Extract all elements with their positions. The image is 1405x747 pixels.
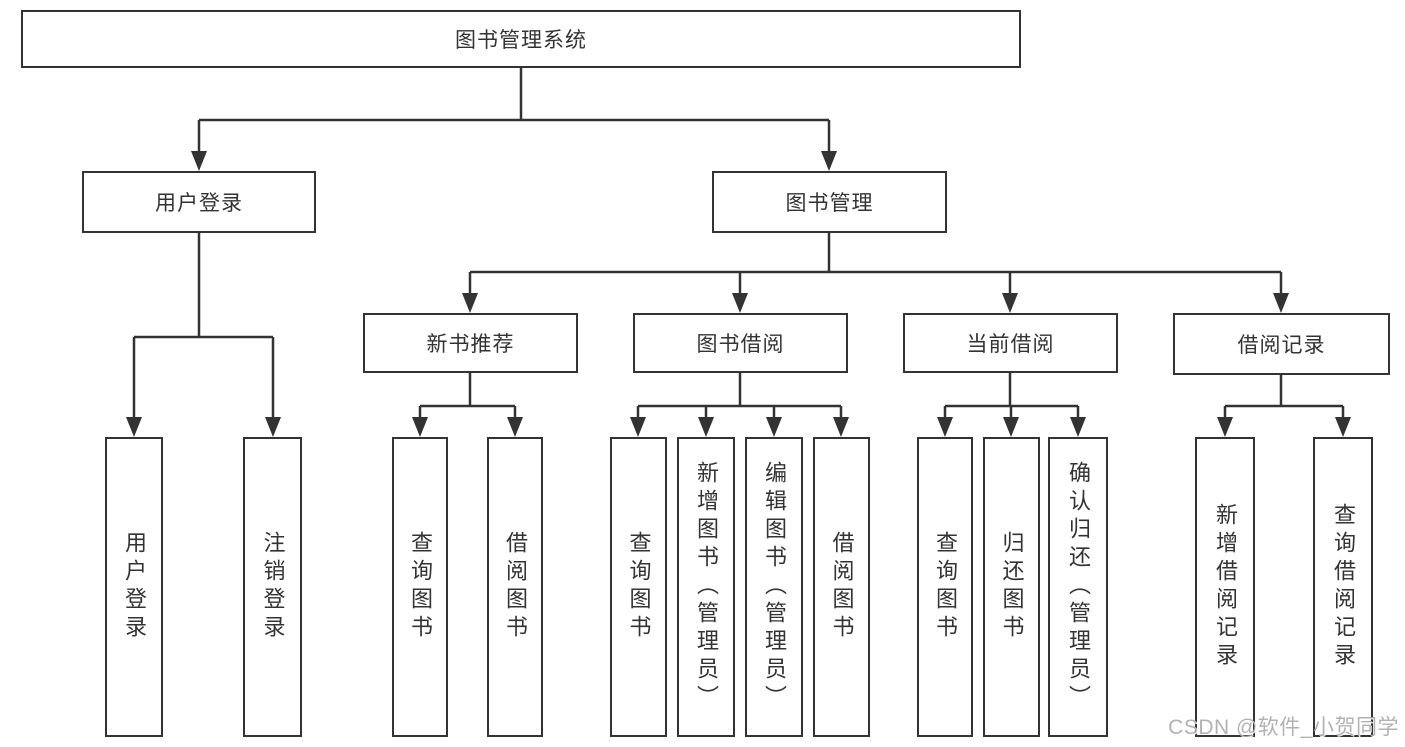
node-leaf-user-login: 用户登录 bbox=[105, 437, 163, 737]
node-leaf-query-books-3: 查询图书 bbox=[917, 437, 973, 737]
node-leaf-add-book-admin: 新增图书（管理员） bbox=[677, 437, 735, 737]
node-label: 查询图书 bbox=[626, 531, 652, 643]
node-leaf-return-books: 归还图书 bbox=[983, 437, 1040, 737]
node-book-management: 图书管理 bbox=[712, 171, 947, 233]
node-label: 新书推荐 bbox=[426, 333, 515, 356]
connector-newbookrec-to-leaves bbox=[418, 373, 517, 421]
node-label: 借阅图书 bbox=[503, 531, 528, 643]
arrowheads bbox=[126, 151, 1351, 437]
node-current-borrowing: 当前借阅 bbox=[903, 313, 1118, 373]
node-leaf-edit-book-admin: 编辑图书（管理员） bbox=[745, 437, 803, 737]
node-book-borrowing: 图书借阅 bbox=[633, 313, 848, 373]
node-borrowing-records: 借阅记录 bbox=[1173, 313, 1390, 375]
node-label: 新增借阅记录 bbox=[1213, 503, 1238, 671]
connector-userlogin-to-leaves bbox=[132, 233, 275, 421]
connector-root-to-level2 bbox=[197, 68, 831, 153]
node-label: 图书借阅 bbox=[696, 333, 785, 356]
node-leaf-borrow-books-2: 借阅图书 bbox=[813, 437, 870, 737]
csdn-watermark: CSDN @软件_小贺同学 bbox=[1168, 716, 1399, 739]
node-label: 用户登录 bbox=[122, 531, 147, 643]
node-label: 编辑图书（管理员） bbox=[762, 461, 787, 713]
node-new-book-recommend: 新书推荐 bbox=[363, 313, 578, 373]
node-label: 图书管理系统 bbox=[455, 29, 587, 52]
node-label: 用户登录 bbox=[155, 192, 243, 215]
node-label: 借阅记录 bbox=[1237, 334, 1326, 357]
connector-borrowrecord-to-leaves bbox=[1223, 373, 1345, 421]
node-leaf-add-borrow-record: 新增借阅记录 bbox=[1195, 437, 1255, 737]
node-leaf-logout: 注销登录 bbox=[243, 437, 302, 737]
node-label: 查询借阅记录 bbox=[1331, 503, 1356, 671]
node-leaf-query-books-1: 查询图书 bbox=[392, 437, 448, 737]
node-leaf-confirm-return-admin: 确认归还（管理员） bbox=[1048, 437, 1108, 737]
node-leaf-borrow-books-1: 借阅图书 bbox=[487, 437, 543, 737]
node-label: 新增图书（管理员） bbox=[694, 461, 719, 713]
connector-bookborrow-to-leaves bbox=[636, 373, 843, 421]
node-label: 图书管理 bbox=[785, 192, 874, 215]
connector-currentborrow-to-leaves bbox=[943, 373, 1080, 421]
node-library-management-system: 图书管理系统 bbox=[21, 10, 1021, 68]
connector-bookmgmt-to-level3 bbox=[468, 233, 1283, 295]
node-label: 查询图书 bbox=[408, 531, 433, 643]
node-user-login: 用户登录 bbox=[82, 171, 316, 233]
node-label: 确认归还（管理员） bbox=[1066, 461, 1091, 713]
node-label: 借阅图书 bbox=[829, 531, 855, 643]
node-leaf-query-books-2: 查询图书 bbox=[610, 437, 667, 737]
node-label: 查询图书 bbox=[933, 531, 958, 643]
node-label: 归还图书 bbox=[999, 531, 1025, 643]
node-label: 注销登录 bbox=[260, 531, 286, 643]
node-leaf-query-borrow-record: 查询借阅记录 bbox=[1313, 437, 1373, 737]
node-label: 当前借阅 bbox=[966, 333, 1055, 356]
